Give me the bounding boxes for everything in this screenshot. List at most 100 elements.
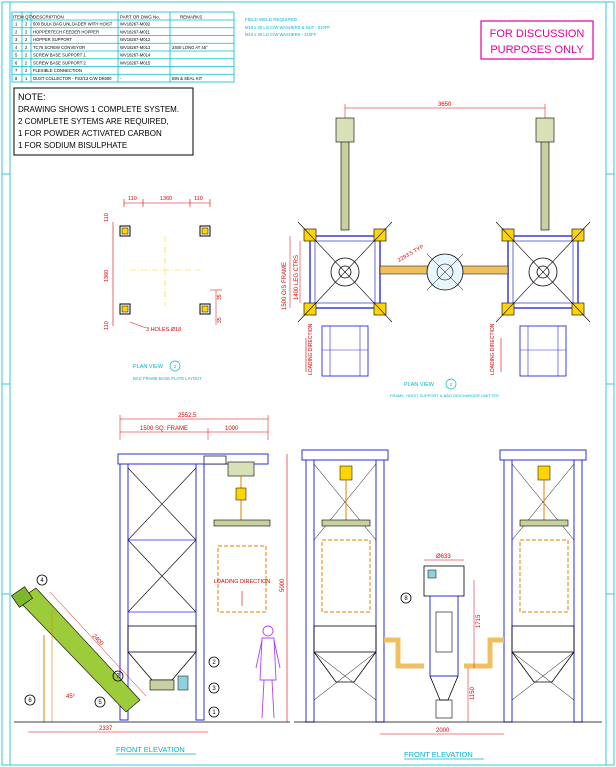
dim-leg-ctrs: 1400 LEG CTRS: [294, 255, 300, 300]
callout: 6: [28, 698, 32, 704]
stamp-line: PURPOSES ONLY: [490, 44, 584, 56]
bom-table: ITEM QTY DESCRIPTION PART OR DWG No. REM…: [11, 11, 235, 83]
callout: 5: [98, 700, 102, 706]
bom-cell-item: 7: [15, 68, 18, 73]
loading-direction: LOADING DIRECTION: [490, 323, 496, 375]
dim-633: Ø633: [436, 554, 451, 560]
note-line: 2 COMPLETE SYTEMS ARE REQUIRED,: [18, 117, 169, 126]
dim-110: 110: [104, 213, 110, 222]
dim-110: 110: [128, 196, 137, 202]
bom-cell-remark: 2400 LONG AT 45°: [172, 45, 208, 50]
dim-frame: 1500 O/S FRAME: [282, 262, 288, 310]
note-block: NOTE: DRAWING SHOWS 1 COMPLETE SYSTEM. 2…: [13, 87, 194, 156]
view-subtitle: BAG FRAME BASE PLATE LAYOUT: [133, 376, 202, 381]
bom-cell-desc: 500 BULK BAG UNLOADER WITH HOIST: [33, 22, 113, 27]
note-line: DRAWING SHOWS 1 COMPLETE SYSTEM.: [18, 105, 179, 114]
callout: 2: [212, 660, 216, 666]
callout: 4: [40, 578, 44, 584]
bom-cell-item: 6: [15, 60, 18, 65]
bom-cell-part: WV18267-M011: [120, 29, 151, 34]
bom-header-item: ITEM QTY: [13, 15, 34, 20]
weld-note-title: FIELD WELD REQUIRED: [245, 17, 298, 22]
loading-direction: LOADING DIRECTION: [308, 323, 314, 375]
view-ref: 2: [174, 364, 177, 369]
dim-1360: 1360: [160, 196, 172, 202]
dim-1000: 1000: [225, 426, 239, 432]
dim-2000: 2000: [436, 728, 450, 734]
bom-cell-desc: SCREW BASE SUPPORT 1: [33, 53, 86, 58]
bom-cell-item: 1: [15, 22, 18, 27]
dim-110: 110: [104, 321, 110, 330]
dim-2552: 2552.5: [178, 413, 197, 419]
bom-cell-desc: DUST COLLECTOR - FS2/13 C/W DK600: [33, 76, 112, 81]
front-elevation-left: 2552.5 1500 SQ. FRAME 1000 LOADING DIREC…: [11, 413, 290, 755]
bom-cell-desc: HOPPERTECH FEEDER HOPPER: [33, 29, 99, 34]
dim-frame: 1500 SQ. FRAME: [140, 426, 188, 432]
bom-cell-item: 5: [15, 53, 18, 58]
dim-35: 35: [217, 317, 223, 323]
main-plan-view: 3650 2293.5 TYP: [282, 102, 591, 398]
dim-3650: 3650: [438, 102, 452, 108]
stamp-line: FOR DISCUSSION: [490, 28, 585, 40]
bom-cell-item: 4: [15, 45, 18, 50]
note-line: 1 FOR SODIUM BISULPHATE: [18, 141, 127, 150]
bom-cell-qty: 2: [25, 68, 28, 73]
discussion-stamp: FOR DISCUSSION PURPOSES ONLY: [480, 20, 594, 60]
view-title: PLAN VIEW: [404, 382, 435, 388]
bom-cell-qty: 2: [25, 37, 28, 42]
base-plate-plan: 110 1360 110 110 1360 110 35 35 3 HOLES …: [104, 196, 223, 381]
field-weld-note: FIELD WELD REQUIRED M10 x 20 LG C/W WASH…: [245, 17, 330, 37]
bom-cell-qty: 2: [25, 60, 28, 65]
view-title: FRONT ELEVATION: [116, 745, 185, 754]
bom-cell-item: 2: [15, 29, 18, 34]
dim-5000: 5000: [280, 578, 286, 592]
bom-cell-qty: 1: [25, 76, 28, 81]
operator-figure: [255, 625, 281, 719]
bom-cell-part: WV18267-M015: [120, 60, 151, 65]
bom-cell-part: -: [120, 76, 122, 81]
dim-45: 45°: [66, 694, 76, 700]
bom-header-part: PART OR DWG No.: [120, 15, 160, 20]
callout: 8: [404, 596, 408, 602]
bom-cell-remark: BIN & SEAL KIT: [172, 76, 203, 81]
view-title: FRONT ELEVATION: [404, 750, 473, 759]
bom-cell-part: WV18267-M012: [120, 37, 151, 42]
dim-2337: 2337: [99, 726, 113, 732]
bom-cell-item: 8: [15, 76, 18, 81]
bom-cell-part: WV18267-M002: [120, 22, 151, 27]
bom-header-desc: DESCRIPTION: [33, 15, 64, 20]
weld-note-line: M10 x 20 LG C/W WASHERS & NUT - 510FF: [245, 25, 330, 30]
bom-cell-desc: HOPPER SUPPORT: [33, 37, 72, 42]
view-title: PLAN VIEW: [133, 364, 164, 370]
callout: 7: [116, 674, 120, 680]
front-elevation-right: 5000: [280, 449, 602, 760]
view-ref: 2: [450, 382, 453, 387]
bom-cell-qty: 2: [25, 53, 28, 58]
callout: 3: [212, 686, 216, 692]
note-line: 1 FOR POWDER ACTIVATED CARBON: [18, 129, 162, 138]
bom-cell-item: 3: [15, 37, 18, 42]
weld-note-line: M10 x 20 LG C/W WASHERS - 310FF: [245, 32, 317, 37]
dim-1150: 1150: [470, 686, 476, 700]
bom-cell-qty: 2: [25, 45, 28, 50]
dim-2400: 2400: [91, 633, 105, 647]
bom-cell-qty: 2: [25, 29, 28, 34]
note-title: NOTE:: [18, 92, 46, 102]
dim-1715: 1715: [476, 614, 482, 628]
view-subtitle: FRAME, HOIST SUPPORT & BAG DISCHARGER OM…: [390, 393, 499, 398]
dim-1360: 1360: [104, 270, 110, 282]
bom-header-remarks: REMARKS: [180, 15, 202, 20]
loading-direction: LOADING DIRECTION: [214, 579, 271, 585]
bom-cell-desc: SCREW BASE SUPPORT 2: [33, 60, 86, 65]
bom-cell-desc: TC76 SCREW CONVEYOR: [33, 45, 85, 50]
bom-cell-part: WV18267-M013: [120, 45, 151, 50]
dim-35: 35: [217, 294, 223, 300]
bom-cell-part: WV18267-M014: [120, 53, 151, 58]
callout: 1: [212, 710, 216, 716]
dim-110: 110: [194, 196, 203, 202]
holes-label: 3 HOLES Ø18: [146, 327, 181, 333]
dim-typ: 2293.5 TYP: [397, 244, 425, 264]
